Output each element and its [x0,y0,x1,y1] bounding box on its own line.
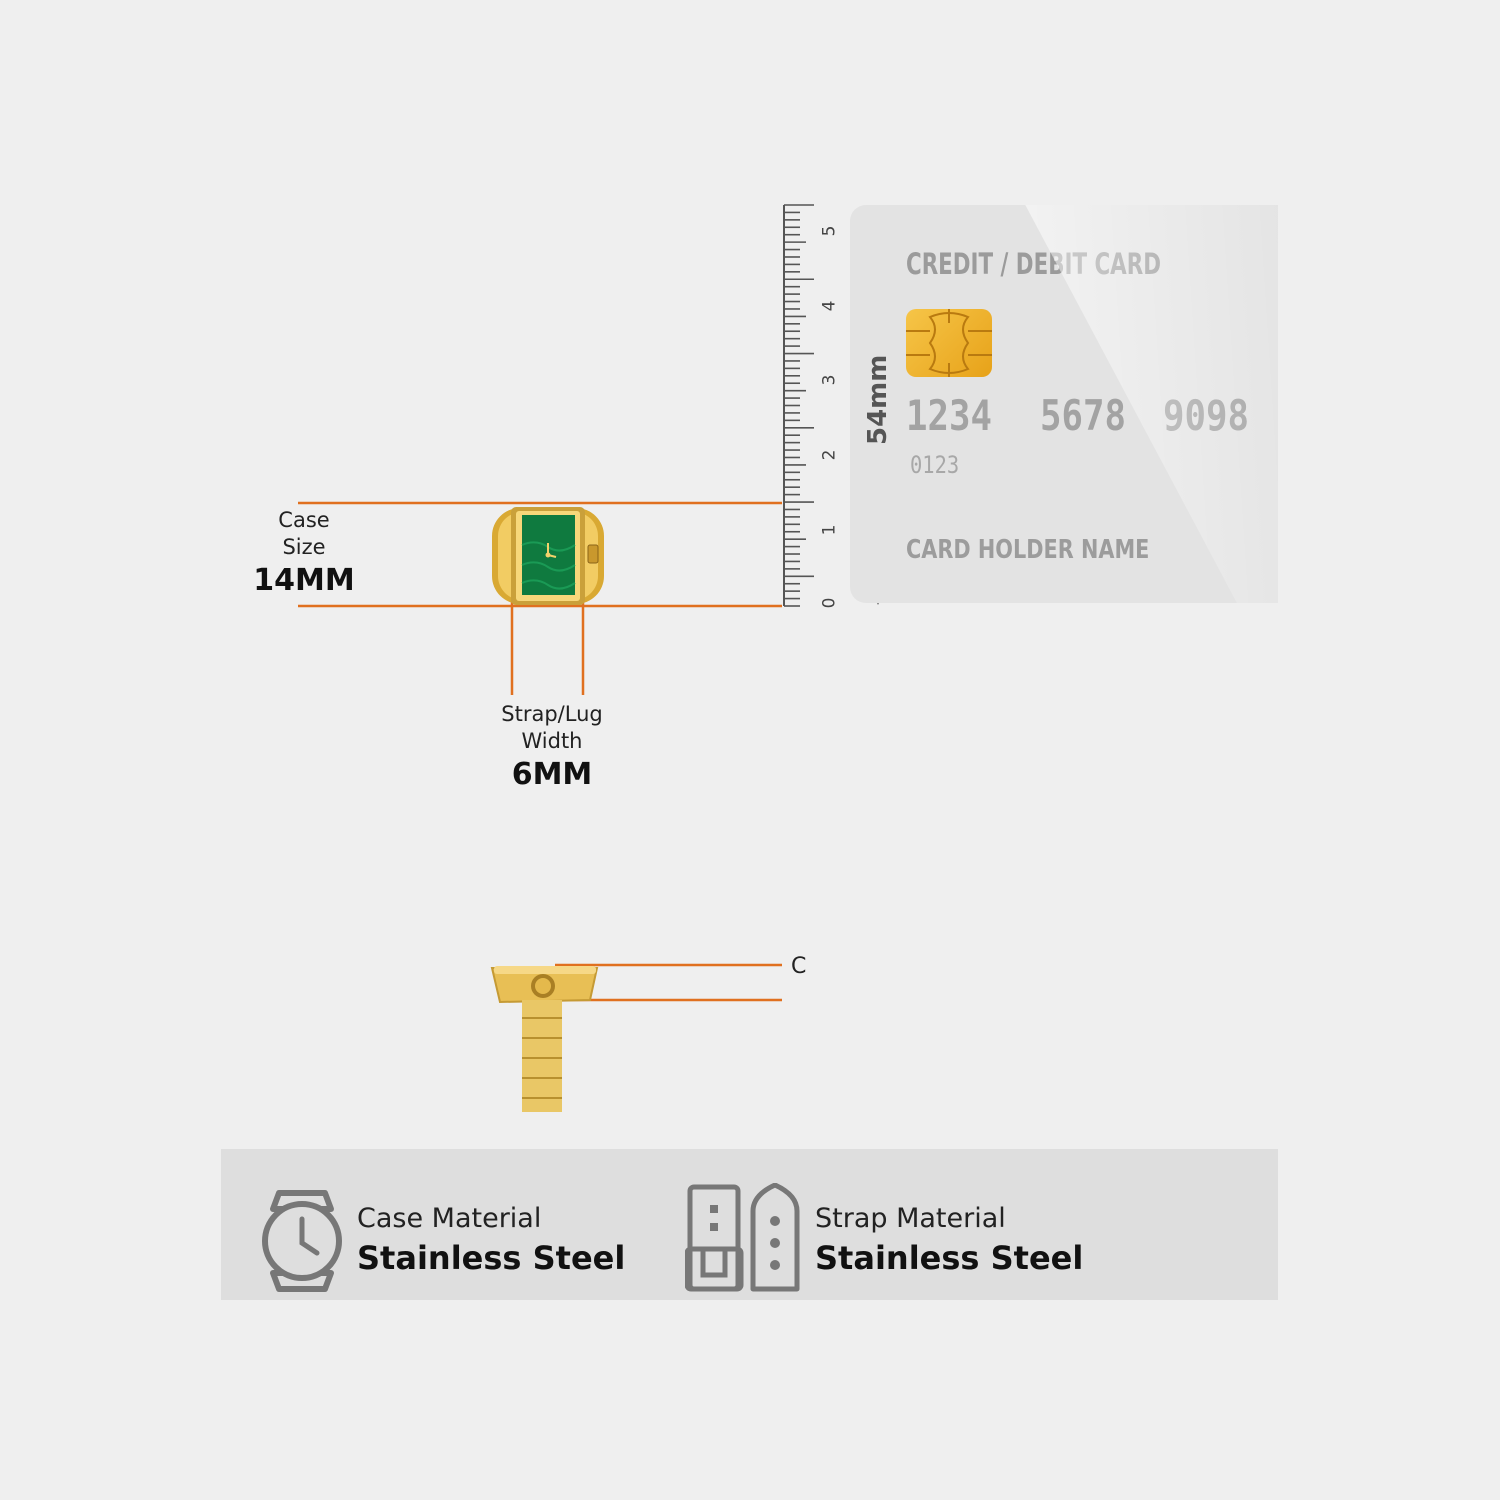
ruler-number: 0 [819,597,840,609]
ring-watch-front [492,507,604,605]
lug-width-line2: Width [521,729,583,753]
ring-watch-side [490,966,599,1112]
credit-card: CREDIT / DEBIT CARD 1234 5678 9098 0123 … [850,205,1278,603]
chip-icon [906,309,992,377]
card-holder-name: CARD HOLDER NAME [906,535,1150,565]
ruler-number: 2 [819,449,840,461]
ruler-number: 5 [819,225,840,237]
strap-material-label: Strap Material [815,1203,1006,1234]
card-number-group-3: 9098 [1163,391,1249,440]
case-size-line1: Case [278,508,330,532]
lug-width-value: 6MM [511,757,593,792]
strap-material-value: Stainless Steel [815,1239,1084,1277]
card-height-label: 54mm [863,354,893,445]
strap-icon [684,1182,803,1299]
case-size-value: 14MM [253,563,355,598]
side-view-label: C [791,954,807,979]
lug-width-line1: Strap/Lug [501,702,603,726]
case-material-label: Case Material [357,1203,542,1234]
case-material-value: Stainless Steel [357,1239,626,1277]
card-number-group-2: 5678 [1040,391,1126,440]
watch-icon [257,1189,347,1297]
card-title: CREDIT / DEBIT CARD [906,247,1161,281]
ruler [783,204,814,607]
lug-width-label: Strap/Lug Width 6MM [472,701,632,793]
materials-bar: Case Material Stainless Steel Strap Mate… [221,1149,1278,1300]
card-number-group-1: 1234 [906,391,992,440]
ruler-number: 4 [819,300,840,312]
case-size-line2: Size [282,535,326,559]
ruler-number: 1 [819,524,840,536]
case-size-label: Case Size 14MM [234,507,374,599]
ruler-number: 3 [819,374,840,386]
card-code: 0123 [910,451,960,479]
